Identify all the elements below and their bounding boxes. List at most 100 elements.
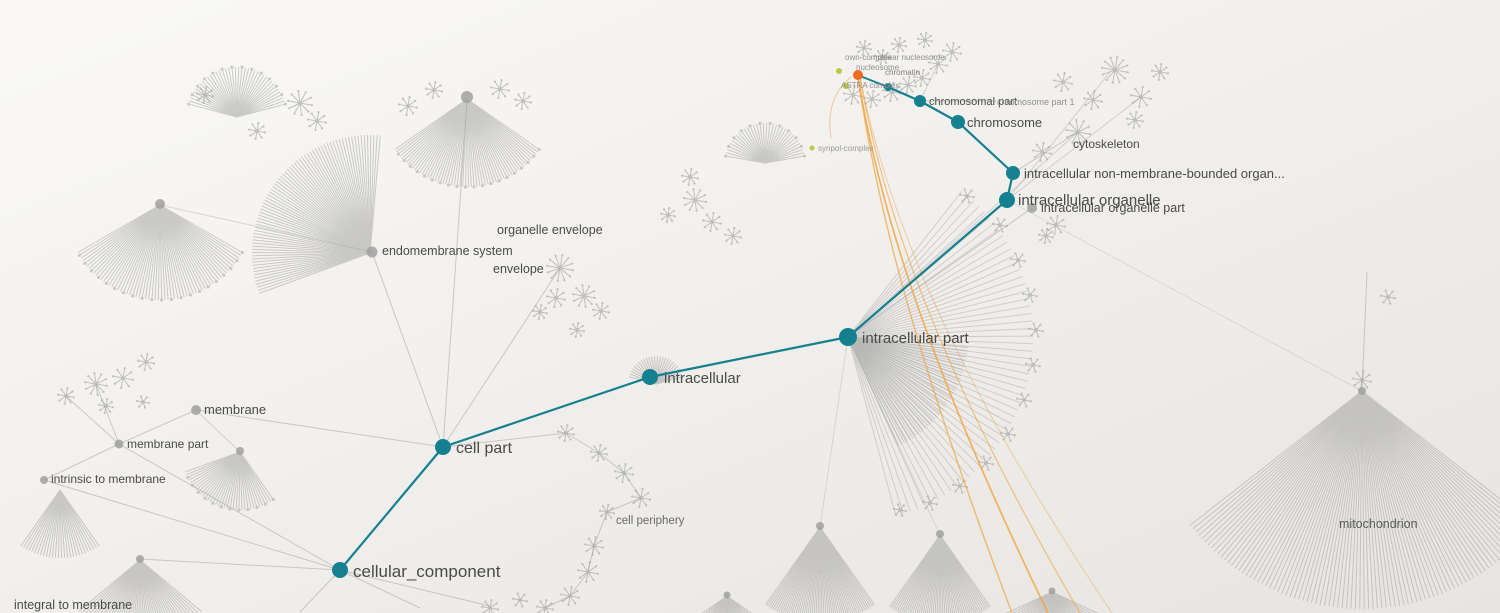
go-term-node-intracellular_organelle[interactable] (999, 192, 1015, 208)
term-cluster-burst[interactable] (874, 49, 890, 65)
graph-node[interactable] (461, 91, 473, 103)
term-cluster-burst[interactable] (1151, 63, 1169, 81)
green-term-node[interactable] (843, 83, 849, 89)
term-cluster-burst[interactable] (978, 455, 994, 471)
term-cluster-burst[interactable] (1083, 90, 1103, 110)
collapsed-subtree-fan[interactable] (1189, 390, 1500, 609)
term-cluster-burst[interactable] (913, 69, 931, 87)
green-term-node[interactable] (836, 68, 842, 74)
term-cluster-burst[interactable] (892, 503, 908, 517)
term-cluster-burst[interactable] (248, 122, 266, 140)
green-term-node[interactable] (809, 145, 815, 151)
graph-node[interactable] (936, 530, 944, 538)
graph-node[interactable] (40, 476, 48, 484)
graph-node[interactable] (136, 555, 144, 563)
go-term-label-chromosomal_part[interactable]: chromosomal part (929, 96, 1017, 108)
selected-term-node[interactable] (853, 70, 863, 80)
term-cluster-burst[interactable] (137, 353, 155, 371)
term-cluster-burst[interactable] (922, 495, 938, 511)
term-cluster-burst[interactable] (899, 76, 917, 94)
term-cluster-burst[interactable] (856, 40, 872, 56)
go-term-node-cellular_component[interactable] (332, 562, 348, 578)
collapsed-subtree-fan[interactable] (724, 121, 806, 164)
term-cluster-burst[interactable] (1025, 357, 1041, 373)
term-label[interactable]: intracellular organelle part (1041, 201, 1185, 215)
graph-node[interactable] (236, 447, 244, 455)
term-cluster-burst[interactable] (569, 322, 585, 338)
term-label[interactable]: cytoskeleton (1073, 137, 1140, 151)
collapsed-subtree-fan[interactable] (185, 451, 275, 512)
collapsed-subtree-fan[interactable] (847, 190, 1034, 516)
term-cluster-burst[interactable] (1053, 72, 1073, 92)
term-cluster-burst[interactable] (546, 288, 566, 308)
term-label[interactable]: organelle envelope (497, 223, 603, 237)
collapsed-subtree-fan[interactable] (688, 595, 767, 613)
term-cluster-burst[interactable] (481, 599, 499, 613)
term-label[interactable]: intrinsic to membrane (51, 472, 166, 486)
term-label[interactable]: envelope (493, 262, 544, 276)
term-cluster-burst[interactable] (196, 86, 214, 104)
term-label[interactable]: membrane (204, 402, 266, 417)
term-cluster-burst[interactable] (1101, 56, 1129, 84)
graph-node[interactable] (114, 439, 124, 449)
go-term-node-chromosomal_part[interactable] (914, 95, 926, 107)
go-term-node-cell_part[interactable] (435, 439, 451, 455)
graph-node[interactable] (1048, 587, 1056, 595)
graph-node[interactable] (366, 246, 378, 258)
term-cluster-burst[interactable] (1032, 142, 1052, 162)
go-term-label-chromosome[interactable]: chromosome (967, 115, 1042, 130)
go-term-label-intracellular_organelle[interactable]: intracellular organelle (1018, 192, 1161, 209)
term-cluster-burst[interactable] (490, 79, 510, 99)
term-cluster-burst[interactable] (135, 395, 151, 409)
term-cluster-burst[interactable] (917, 32, 933, 48)
term-cluster-burst[interactable] (1126, 111, 1144, 129)
term-label[interactable]: nucleosome (856, 63, 900, 72)
term-label[interactable]: integral to membrane (14, 598, 132, 612)
term-cluster-burst[interactable] (112, 367, 134, 389)
term-cluster-burst[interactable] (1046, 215, 1066, 235)
term-cluster-burst[interactable] (57, 387, 75, 405)
term-cluster-burst[interactable] (572, 284, 596, 308)
term-cluster-burst[interactable] (952, 478, 968, 494)
term-cluster-burst[interactable] (1000, 426, 1016, 442)
collapsed-subtree-fan[interactable] (251, 134, 381, 294)
graph-node[interactable] (191, 405, 201, 415)
term-cluster-burst[interactable] (1010, 252, 1026, 268)
term-label[interactable]: chromatin (885, 68, 920, 77)
graph-node[interactable] (1027, 203, 1037, 213)
graph-node[interactable] (1358, 387, 1366, 395)
term-cluster-burst[interactable] (287, 90, 313, 116)
collapsed-subtree-fan[interactable] (765, 526, 875, 613)
collapsed-subtree-fan[interactable] (187, 65, 287, 118)
graph-node[interactable] (723, 591, 731, 599)
term-cluster-burst[interactable] (681, 168, 699, 186)
term-label[interactable]: chromosome part 1 (997, 97, 1075, 107)
term-cluster-burst[interactable] (702, 212, 722, 232)
term-cluster-burst[interactable] (1130, 86, 1152, 108)
term-label[interactable]: nuclear nucleosome (873, 53, 945, 62)
graph-node[interactable] (155, 199, 165, 209)
collapsed-subtree-fan[interactable] (78, 559, 202, 613)
term-label[interactable]: cell periphery (616, 515, 685, 527)
go-term-node-intracellular_part[interactable] (839, 328, 857, 346)
graph-node[interactable] (816, 522, 824, 530)
term-cluster-burst[interactable] (1016, 392, 1032, 408)
go-term-node-intracellular_nmb_organelle[interactable] (1006, 166, 1020, 180)
term-cluster-burst[interactable] (660, 207, 676, 223)
term-cluster-burst[interactable] (1022, 287, 1038, 303)
term-cluster-burst[interactable] (592, 302, 610, 320)
term-cluster-burst[interactable] (398, 96, 418, 116)
go-term-label-cell_part[interactable]: cell part (456, 440, 513, 457)
term-cluster-burst[interactable] (514, 92, 532, 110)
term-cluster-burst[interactable] (512, 592, 528, 608)
term-cluster-burst[interactable] (307, 111, 327, 131)
term-label[interactable]: ASTRA complex (841, 81, 899, 90)
go-term-label-intracellular_nmb_organelle[interactable]: intracellular non-membrane-bounded organ… (1024, 166, 1285, 181)
term-cluster-burst[interactable] (928, 54, 948, 74)
go-term-label-intracellular[interactable]: intracellular (664, 370, 741, 387)
term-cluster-burst[interactable] (891, 37, 907, 53)
go-term-node-intracellular[interactable] (642, 369, 658, 385)
collapsed-subtree-fan[interactable] (20, 489, 100, 558)
term-cluster-burst[interactable] (84, 372, 108, 396)
